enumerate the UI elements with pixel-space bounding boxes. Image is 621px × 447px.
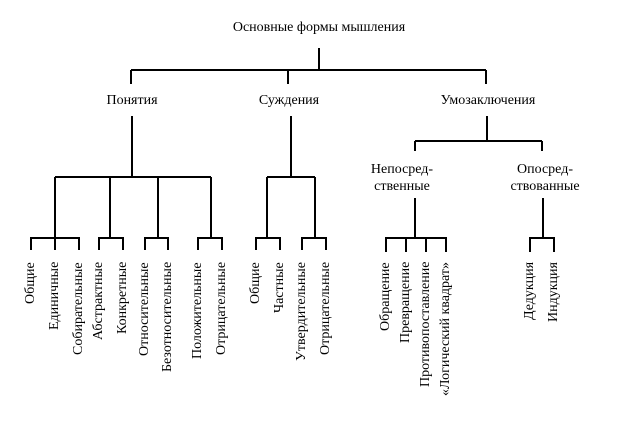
mediated-leaf: Индукция [546, 262, 561, 322]
judgment-leaf: Общие [248, 262, 263, 304]
branch-judgments: Суждения [258, 93, 320, 108]
concepts-group-2 [98, 237, 124, 250]
immediate-label-1: Непосред- [370, 162, 434, 177]
concepts-group-3 [144, 237, 169, 250]
concept-leaf: Единичные [47, 261, 62, 330]
judgment-leaf: Утвердительные [294, 261, 309, 361]
concept-leaf: Общие [23, 262, 38, 304]
concept-leaf: Конкретные [115, 261, 130, 334]
immediate-group [385, 237, 447, 252]
immediate-leaf: «Логический квадрат» [438, 261, 453, 396]
mediated-label-1: Опосред- [517, 162, 573, 177]
mediated-leaf: Дедукция [522, 261, 537, 320]
concept-leaf: Безотносительные [160, 261, 175, 372]
concept-leaf: Отрицательные [214, 261, 229, 355]
concept-leaf: Абстрактные [91, 261, 106, 340]
concept-leaf: Собирательные [71, 262, 86, 355]
immediate-leaf: Обращение [378, 262, 393, 331]
mediated-label-2: ствованные [510, 179, 580, 194]
mediated-group [529, 237, 555, 252]
immediate-leaf: Превращение [398, 261, 413, 343]
immediate-leaf: Противопоставление [418, 261, 433, 387]
immediate-label-2: ственные [374, 179, 430, 194]
judgment-leaf: Отрицательные [318, 261, 333, 355]
root-title: Основные формы мышления [232, 20, 406, 35]
judgments-group-2 [301, 237, 327, 250]
branch-inferences: Умозаключения [440, 93, 536, 108]
judgment-leaf: Частные [272, 262, 287, 313]
judgments-group-1 [255, 237, 281, 250]
branch-concepts: Понятия [106, 93, 158, 108]
concepts-group-4 [197, 237, 223, 250]
concept-leaf: Положительные [190, 262, 205, 359]
concept-leaf: Относительные [137, 262, 152, 356]
